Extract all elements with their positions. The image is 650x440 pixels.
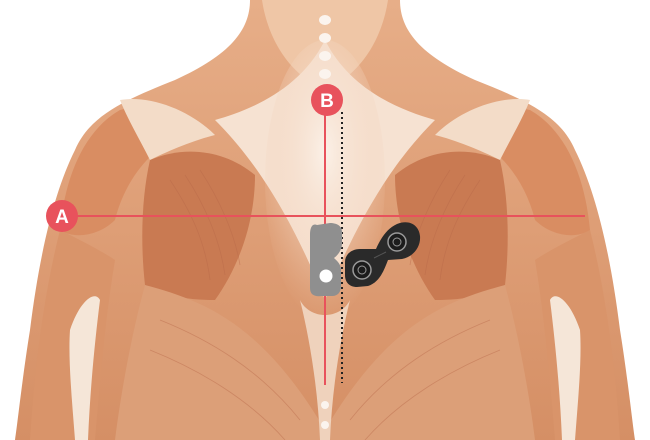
marker-b: B [311, 84, 343, 116]
right-acromion [435, 99, 530, 160]
right-arm-tendon [550, 296, 581, 440]
vertebrae [319, 15, 331, 429]
placement-outline-icon [310, 223, 342, 297]
right-upper-back-muscle [395, 151, 508, 300]
marker-a-label: A [55, 207, 69, 228]
left-acromion [120, 99, 215, 160]
left-upper-back-muscle [142, 151, 255, 300]
tens-electrode-pad-icon [345, 222, 421, 287]
marker-a: A [46, 200, 78, 232]
muscle-striations [149, 169, 501, 440]
marker-b-label: B [320, 91, 334, 112]
latissimus [115, 285, 535, 440]
left-arm-tendon [69, 296, 100, 440]
